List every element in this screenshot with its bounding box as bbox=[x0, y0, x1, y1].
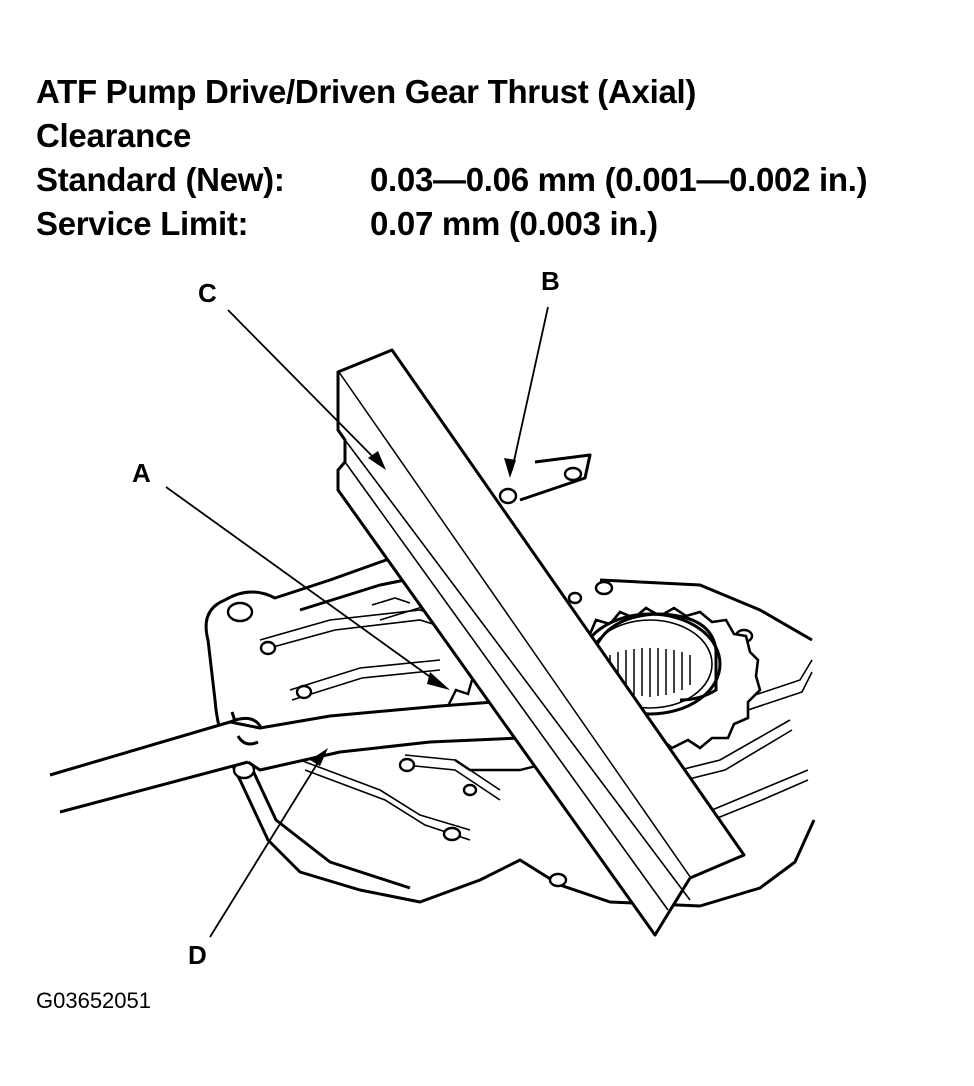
spec-row-service-limit: Service Limit: 0.07 mm (0.003 in.) bbox=[36, 202, 956, 246]
callout-b: B bbox=[541, 266, 560, 296]
straight-edge bbox=[336, 348, 746, 937]
leader-lines bbox=[165, 306, 549, 938]
spec-value-service-limit: 0.07 mm (0.003 in.) bbox=[370, 205, 658, 242]
specification-block: ATF Pump Drive/Driven Gear Thrust (Axial… bbox=[36, 70, 956, 246]
bolt-holes bbox=[226, 466, 754, 888]
callout-d: D bbox=[188, 940, 207, 970]
spec-title-line1: ATF Pump Drive/Driven Gear Thrust (Axial… bbox=[36, 73, 697, 110]
callout-c: C bbox=[198, 278, 217, 308]
feeler-gauge bbox=[49, 698, 550, 814]
spec-label-service-limit: Service Limit: bbox=[36, 205, 249, 242]
spec-row-standard: Standard (New): 0.03—0.06 mm (0.001—0.00… bbox=[36, 158, 956, 202]
spec-title-line2: Clearance bbox=[36, 117, 192, 154]
spec-value-standard: 0.03—0.06 mm (0.001—0.002 in.) bbox=[370, 161, 868, 198]
callout-a: A bbox=[132, 458, 151, 488]
figure-code: G03652051 bbox=[36, 988, 151, 1013]
leader-arrowheads bbox=[310, 451, 516, 766]
spec-label-standard: Standard (New): bbox=[36, 161, 285, 198]
